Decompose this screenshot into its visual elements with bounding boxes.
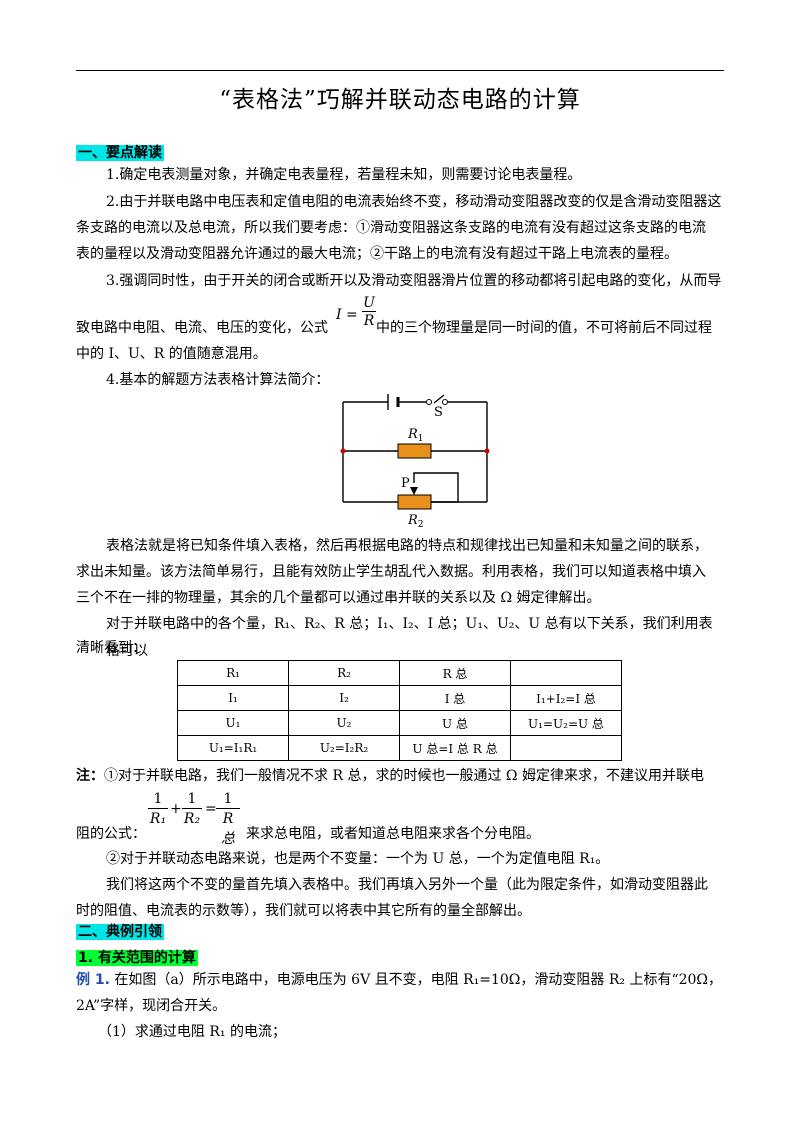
method-line-2: 求出未知量。该方法简单易行，且能有效防止学生胡乱代入数据。利用表格，我们可以知道…	[76, 564, 706, 580]
point-4: 4.基本的解题方法表格计算法简介：	[106, 372, 330, 388]
page-title: “表格法”巧解并联动态电路的计算	[219, 87, 581, 113]
battery-icon	[387, 394, 400, 410]
method-line-5: 清晰看到：	[76, 640, 146, 656]
parallel-resistance-formula: 1 R₁ + 1 R₂ = 1 R总	[148, 790, 240, 847]
point-2-line-3: 表的量程以及滑动变阻器允许通过的最大电流；②干路上的电流有没有超过干路上电流表的…	[76, 246, 678, 262]
note-line-5: 时的阻值、电流表的示数等），我们就可以将表中其它所有的量全部解出。	[76, 903, 531, 919]
method-line-3: 三个不在一排的物理量，其余的几个量都可以通过串并联的关系以及 Ω 姆定律解出。	[76, 590, 601, 606]
section-heading-1: 一、要点解读	[76, 145, 164, 161]
resistor-r1-icon	[397, 443, 432, 459]
note-line-2: 阻的公式：来求总电阻，或者知道总电阻来求各个分电阻。	[76, 826, 540, 842]
top-rule	[76, 70, 724, 71]
slider-label: P	[401, 476, 410, 491]
method-line-4: 对于并联电路中的各个量，R₁、R₂、R 总；I₁、I₂、I 总；U₁、U₂、U …	[106, 616, 713, 659]
example-line-1: 例 1. 在如图（a）所示电路中，电源电压为 6V 且不变，电阻 R₁=10Ω，…	[76, 972, 723, 988]
circuit-diagram: S R1 P R2	[340, 394, 490, 527]
section-heading-2: 二、典例引领	[76, 924, 164, 940]
subsection-heading: 1. 有关范围的计算	[76, 950, 198, 966]
point-3-line-3: 中的 I、U、R 的值随意混用。	[76, 346, 267, 362]
slider-arrow-icon	[410, 487, 418, 495]
node-dot	[340, 448, 346, 454]
point-3-line-2: 致电路中电阻、电流、电压的变化，公式中的三个物理量是同一时间的值，不可将前后不同…	[76, 320, 712, 336]
point-2-line-2: 条支路的电流以及总电流，所以我们要考虑：①滑动变阻器这条支路的电流有没有超过这条…	[76, 220, 706, 236]
ohm-law-formula: I = U R	[336, 295, 376, 329]
example-line-2: 2A”字样，现闭合开关。	[76, 998, 227, 1014]
point-2-line-1: 2.由于并联电路中电压表和定值电阻的电流表始终不变，移动滑动变阻器改变的仅是含滑…	[106, 194, 722, 210]
node-dot	[484, 448, 490, 454]
note-line-1: 注：①对于并联电路，我们一般情况不求 R 总，求的时候也一般通过 Ω 姆定律来求…	[76, 768, 704, 784]
switch-icon	[426, 399, 432, 405]
point-3-line-1: 3.强调同时性，由于开关的闭合或断开以及滑动变阻器滑片位置的移动都将引起电路的变…	[106, 273, 722, 289]
resistor-r2-icon	[397, 494, 432, 510]
r2-label: R2	[407, 513, 424, 527]
note-line-3: ②对于并联动态电路来说，也是两个不变量：一个为 U 总，一个为定值电阻 R₁。	[106, 851, 610, 867]
r1-label: R1	[407, 427, 424, 444]
note-line-4: 我们将这两个不变的量首先填入表格中。我们再填入另外一个量（此为限定条件，如滑动变…	[106, 877, 708, 893]
point-1: 1.确定电表测量对象，并确定电表量程，若量程未知，则需要讨论电表量程。	[106, 167, 582, 183]
example-line-3: （1）求通过电阻 R₁ 的电流；	[98, 1024, 286, 1040]
switch-label: S	[434, 405, 443, 420]
method-line-1: 表格法就是将已知条件填入表格，然后再根据电路的特点和规律找出已知量和未知量之间的…	[106, 538, 708, 554]
